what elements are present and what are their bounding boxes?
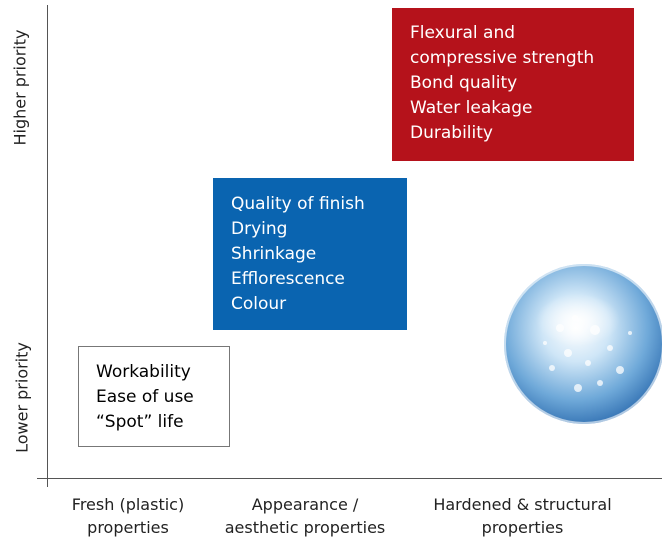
box-item: Ease of use (96, 387, 194, 407)
x-axis-line (37, 478, 662, 479)
box-item: Bond quality (410, 73, 518, 93)
x-label-appearance: Appearance / aesthetic properties (215, 493, 395, 539)
water-bubble-icon (504, 264, 662, 424)
x-label-line: Fresh (plastic) (71, 495, 185, 514)
box-item: Shrinkage (231, 244, 317, 264)
box-item: Efflorescence (231, 269, 345, 289)
x-label-line: aesthetic properties (224, 518, 386, 537)
box-item: Water leakage (410, 98, 533, 118)
x-label-line: Hardened & structural (433, 495, 612, 514)
box-item: “Spot” life (96, 412, 184, 432)
x-label-fresh: Fresh (plastic) properties (48, 493, 208, 539)
y-axis-line (47, 5, 48, 487)
x-label-line: properties (481, 518, 564, 537)
box-item: Drying (231, 219, 288, 239)
box-item: Durability (410, 123, 493, 143)
fresh-properties-box: Workability Ease of use “Spot” life (78, 346, 230, 447)
x-label-hardened: Hardened & structural properties (405, 493, 640, 539)
x-label-line: properties (87, 518, 169, 537)
hardened-properties-box: Flexural and compressive strength Bond q… (392, 8, 634, 161)
box-item: compressive strength (410, 48, 595, 68)
box-item: Quality of finish (231, 194, 365, 214)
x-label-line: Appearance / (251, 495, 359, 514)
y-label-higher-priority: Higher priority (10, 29, 30, 146)
appearance-properties-box: Quality of finish Drying Shrinkage Efflo… (213, 178, 407, 330)
box-item: Workability (96, 362, 191, 382)
y-label-lower-priority: Lower priority (12, 342, 32, 453)
box-item: Flexural and (410, 23, 516, 43)
box-item: Colour (231, 294, 287, 314)
